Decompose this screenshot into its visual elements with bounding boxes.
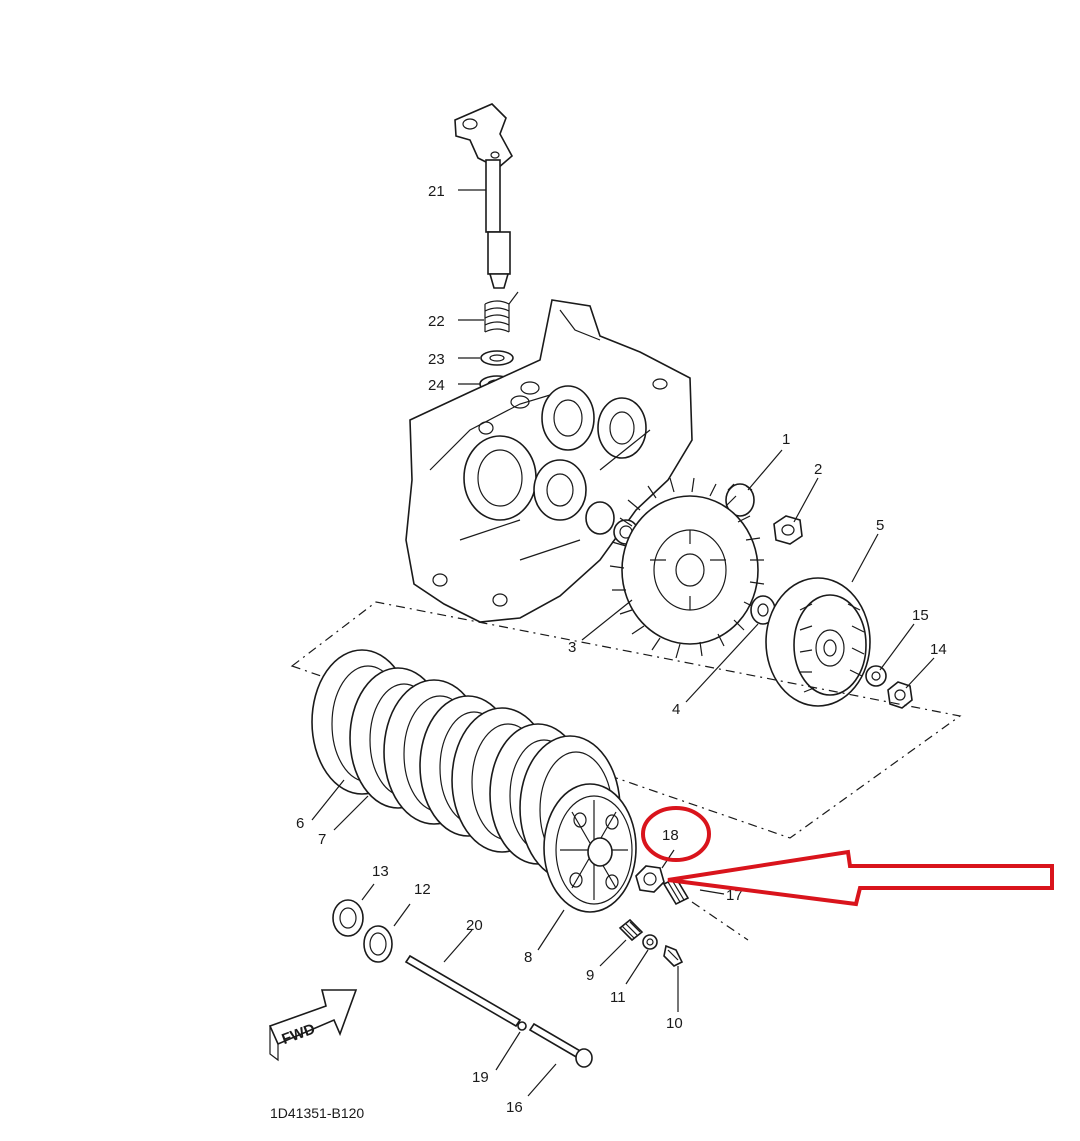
part-label-15: 15 (912, 607, 929, 624)
push-rod-part-20 (404, 954, 522, 1028)
spring-part-22 (484, 291, 519, 333)
thrust-washer-part-4 (750, 595, 776, 625)
nut-part-14 (887, 681, 913, 709)
part-label-9: 9 (586, 967, 594, 984)
crankcase-housing (405, 299, 693, 623)
nut-part-2 (773, 515, 803, 545)
part-label-6: 6 (296, 815, 304, 832)
part-label-4: 4 (672, 701, 680, 718)
part-label-10: 10 (666, 1015, 683, 1032)
washer-part-23 (480, 350, 514, 366)
clutch-boss-part-5 (765, 577, 871, 707)
part-label-22: 22 (428, 313, 445, 330)
part-label-3: 3 (568, 639, 576, 656)
part-label-1: 1 (782, 431, 790, 448)
part-label-13: 13 (372, 863, 389, 880)
shift-shaft-part-21 (454, 103, 514, 289)
part-label-14: 14 (930, 641, 947, 658)
part-label-18: 18 (662, 827, 679, 844)
lock-washer-part-15 (865, 665, 887, 687)
part-label-8: 8 (524, 949, 532, 966)
part-label-19: 19 (472, 1069, 489, 1086)
washer-part-11 (642, 934, 658, 950)
pressure-plate-part-8 (543, 783, 637, 913)
bolt-part-10 (663, 944, 684, 967)
steel-ball-part-19 (517, 1021, 527, 1031)
part-label-21: 21 (428, 183, 445, 200)
nut-part-18 (635, 865, 665, 893)
part-label-5: 5 (876, 517, 884, 534)
axis-line-right (691, 901, 749, 941)
clutch-spring-part-9 (618, 918, 644, 942)
leader-lines (311, 189, 935, 1097)
part-label-23: 23 (428, 351, 445, 368)
circlip-part-13 (332, 899, 364, 937)
forward-direction-arrow: FWD (268, 989, 358, 1062)
assembly-outline (290, 601, 962, 839)
part-label-2: 2 (814, 461, 822, 478)
part-label-16: 16 (506, 1099, 523, 1116)
highlight-annotation (641, 806, 1054, 907)
washer-part-12 (363, 925, 393, 963)
highlight-circle (641, 806, 711, 862)
part-label-20: 20 (466, 917, 483, 934)
highlight-arrow (667, 849, 1054, 907)
part-label-17: 17 (726, 887, 743, 904)
clutch-housing-part-3 (609, 477, 765, 659)
diagram-code: 1D41351-B120 (270, 1105, 364, 1121)
push-rod-part-16 (528, 1022, 593, 1068)
part-label-24: 24 (428, 377, 445, 394)
part-label-11: 11 (610, 989, 626, 1006)
part-label-7: 7 (318, 831, 326, 848)
part-label-12: 12 (414, 881, 431, 898)
part-labels: 1 2 3 4 5 6 7 8 9 10 11 12 13 14 15 16 1… (296, 183, 947, 1116)
